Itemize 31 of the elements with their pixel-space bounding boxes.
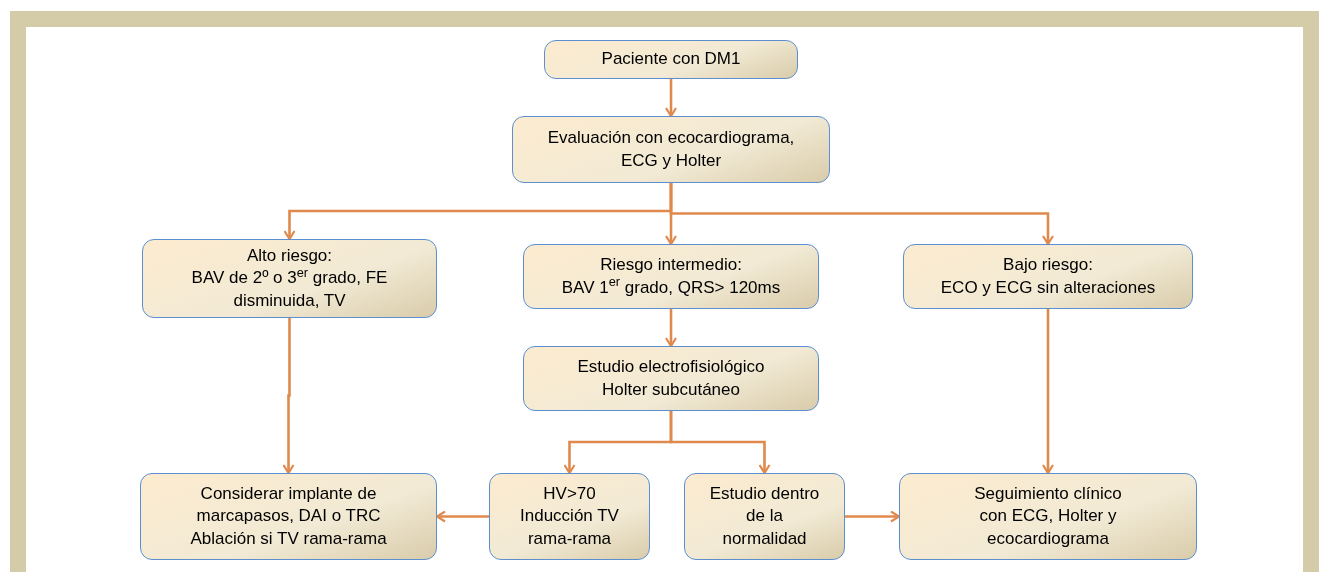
arrow bbox=[1041, 309, 1055, 475]
box-text: Estudio electrofisiológico Holter subcutáneo bbox=[576, 356, 766, 401]
box-text: Bajo riesgo: bbox=[1003, 254, 1093, 277]
process-box bbox=[523, 244, 819, 309]
arrow bbox=[845, 510, 901, 523]
process-box bbox=[903, 244, 1193, 309]
process-box bbox=[899, 473, 1197, 560]
arrow bbox=[664, 79, 678, 118]
box-text: Evaluación con ecocardiograma, ECG y Holter bbox=[546, 127, 796, 172]
box-text: ECO y ECG sin alteraciones bbox=[940, 276, 1156, 299]
process-box bbox=[489, 473, 650, 560]
process-box bbox=[684, 473, 845, 560]
arrow bbox=[664, 309, 678, 348]
box-text: BAV de 2º o 3$^{er}$ grado, FE disminuida, TV bbox=[190, 267, 389, 312]
arrow bbox=[669, 411, 771, 475]
box-text: Seguimiento clínico con ECG, Holter y ecocardiograma bbox=[973, 483, 1123, 550]
arrow bbox=[669, 183, 1055, 246]
box-text: Riesgo intermedio: bbox=[600, 254, 742, 277]
process-box bbox=[512, 116, 830, 183]
arrow bbox=[435, 510, 489, 523]
process-box bbox=[140, 473, 437, 560]
box-text: Considerar implante de marcapasos, DAI o TRC Ablación si TV rama-rama bbox=[189, 483, 388, 550]
process-box bbox=[142, 239, 437, 318]
arrow bbox=[282, 318, 295, 475]
box-text: HV>70 Inducción TV rama-rama bbox=[519, 483, 620, 550]
box-text: BAV 1$^{er}$ grado, QRS> 120ms bbox=[561, 276, 781, 299]
box-text: Alto riesgo: bbox=[246, 245, 332, 268]
process-box bbox=[523, 346, 819, 411]
box-text: Estudio dentro de la normalidad bbox=[709, 483, 820, 550]
process-box bbox=[544, 40, 798, 79]
box-text: Paciente con DM1 bbox=[601, 48, 741, 71]
